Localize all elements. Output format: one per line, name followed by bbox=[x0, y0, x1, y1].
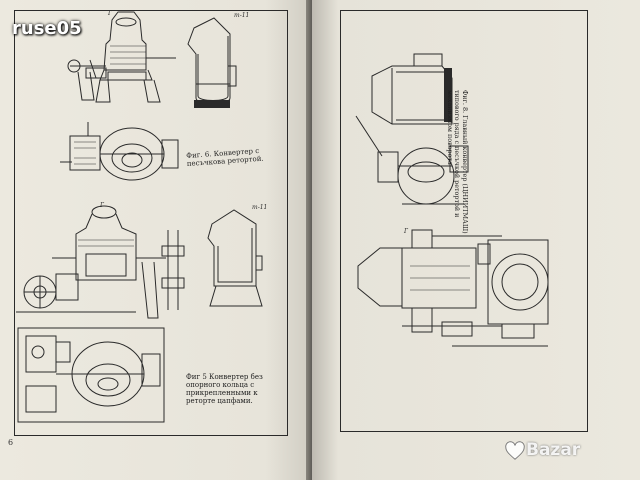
fig8-converter-elevation-drawing bbox=[352, 46, 472, 226]
label-g-mid: Г bbox=[100, 202, 104, 209]
bazar-watermark: Bazar bbox=[500, 432, 634, 472]
retort-section-drawing bbox=[184, 14, 250, 108]
heart-icon bbox=[505, 441, 525, 460]
fig5-caption: Фиг 5 Конвертер без опорного кольца с пр… bbox=[186, 373, 263, 405]
left-page: m-11 Г Фиг. 6. Конвертер с песъчкова рет… bbox=[0, 0, 312, 480]
fig8-caption: Фиг. 8. Главный конвертер (ЦНИИТМАШ) тип… bbox=[446, 90, 469, 234]
site-logo: ruse05 bbox=[12, 18, 82, 39]
right-page: Г bbox=[312, 0, 640, 480]
left-page-frame bbox=[14, 10, 288, 436]
page-number: 6 bbox=[8, 438, 14, 447]
label-m11-mid: m-11 bbox=[252, 204, 268, 211]
fig5-plan-view-drawing bbox=[16, 326, 166, 426]
converter-side-view-drawing bbox=[60, 10, 180, 110]
label-g-right: Г bbox=[404, 228, 408, 235]
fig8-converter-plan-drawing bbox=[352, 226, 552, 362]
right-page-frame bbox=[340, 10, 588, 432]
fig5-retort-drawing bbox=[204, 206, 274, 310]
fig5-side-elevation-drawing bbox=[16, 200, 196, 320]
label-g-top: Г bbox=[108, 10, 112, 17]
watermark-text: Bazar bbox=[526, 440, 581, 460]
label-m11-top: m-11 bbox=[234, 12, 250, 19]
fig6-plan-view-drawing bbox=[58, 118, 188, 190]
